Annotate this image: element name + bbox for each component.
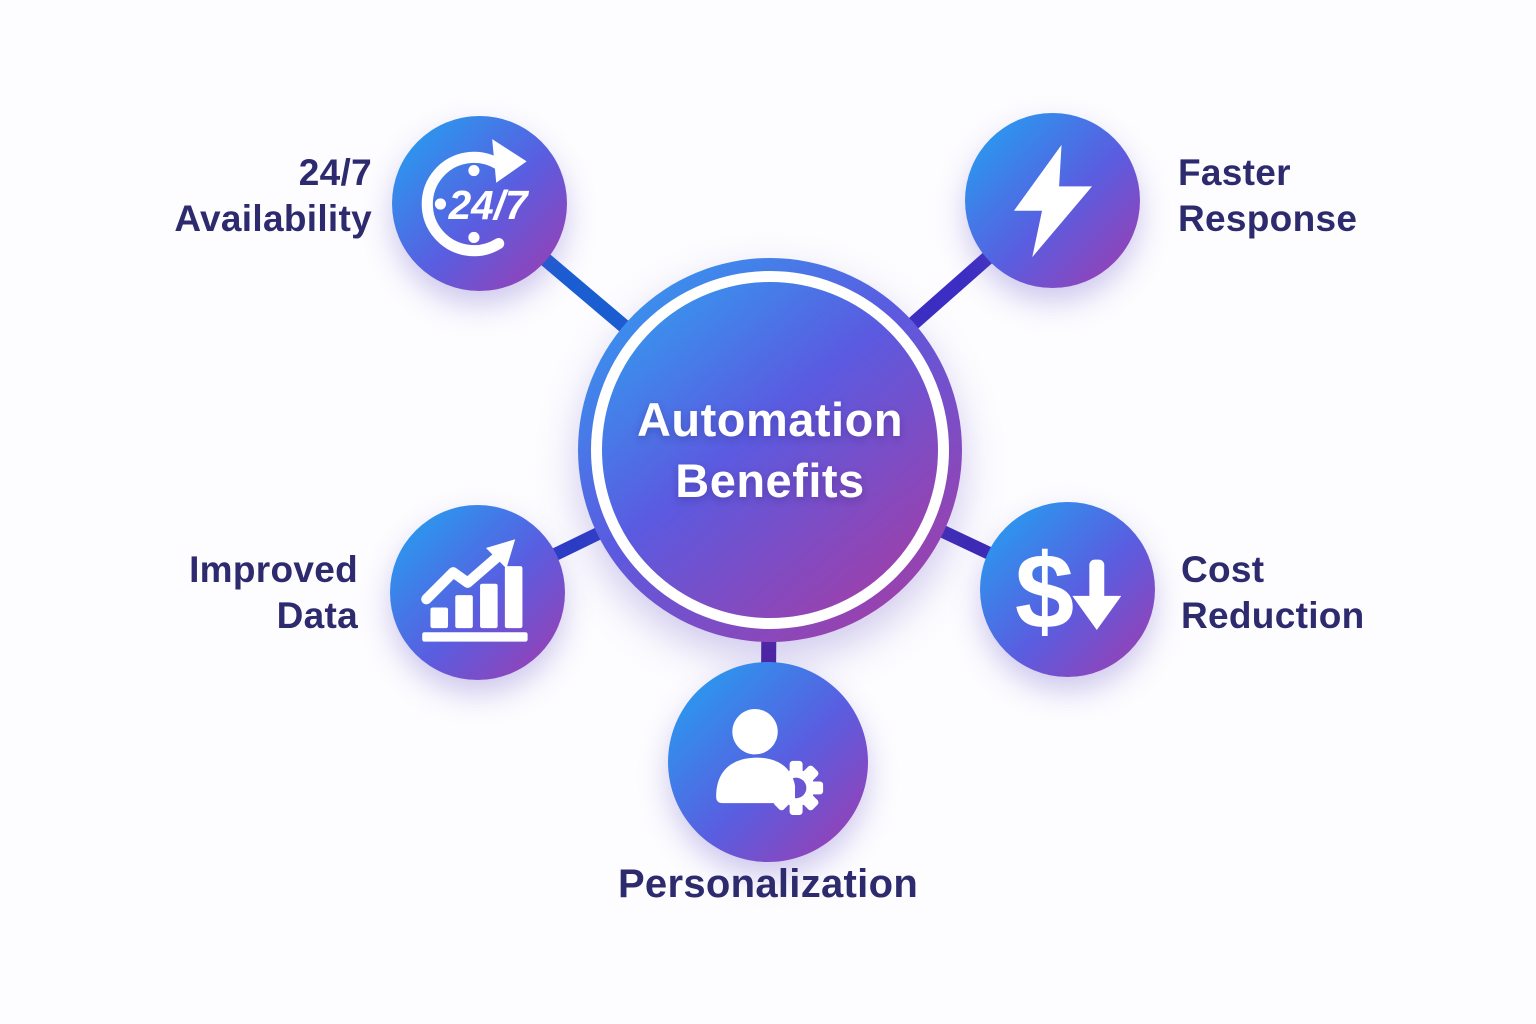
node-label-availability: 24/7 Availability (174, 150, 372, 242)
central-node: Automation Benefits (578, 258, 962, 642)
clock-24-7-text: 24/7 (447, 182, 529, 228)
user-gear-icon (716, 709, 824, 815)
node-badge-personalization (668, 662, 868, 862)
dollar-sign-text: $ (1014, 534, 1073, 645)
central-node-inner: Automation Benefits (591, 271, 949, 629)
trend-arrowhead (485, 538, 515, 569)
label-line: Faster (1178, 152, 1291, 193)
dollar-down-arrow-icon: $ (1014, 534, 1121, 645)
clock-24-7-icon: 24/7 (421, 138, 530, 256)
central-title-line2: Benefits (675, 454, 865, 507)
clockwise-arrowhead (491, 138, 527, 183)
down-arrowhead (1071, 595, 1121, 631)
node-label-personalization: Personalization (618, 860, 918, 910)
node-label-faster-response: Faster Response (1178, 150, 1357, 242)
growth-bar-chart-icon (420, 538, 528, 642)
trend-arrow-line (420, 550, 504, 604)
label-line: Cost (1181, 549, 1265, 590)
label-line: 24/7 (298, 152, 372, 193)
node-badge-improved-data (390, 505, 565, 680)
node-badge-faster-response (965, 113, 1140, 288)
central-title: Automation Benefits (637, 389, 903, 511)
label-line: Personalization (617, 862, 919, 906)
node-badge-cost-reduction: $ (980, 502, 1155, 677)
node-label-cost-reduction: Cost Reduction (1181, 547, 1365, 639)
label-line: Improved (189, 549, 358, 590)
down-arrow-shaft (1088, 559, 1104, 603)
gear-icon (769, 760, 824, 815)
lightning-bolt-icon (1013, 144, 1092, 257)
label-line: Data (276, 594, 358, 636)
label-line: Response (1178, 197, 1358, 239)
label-line: Availability (174, 197, 372, 239)
node-badge-availability: 24/7 (392, 116, 567, 291)
user-head (732, 709, 778, 755)
central-title-line1: Automation (636, 392, 904, 446)
node-label-improved-data: Improved Data (189, 547, 358, 639)
label-line: Reduction (1181, 594, 1365, 636)
